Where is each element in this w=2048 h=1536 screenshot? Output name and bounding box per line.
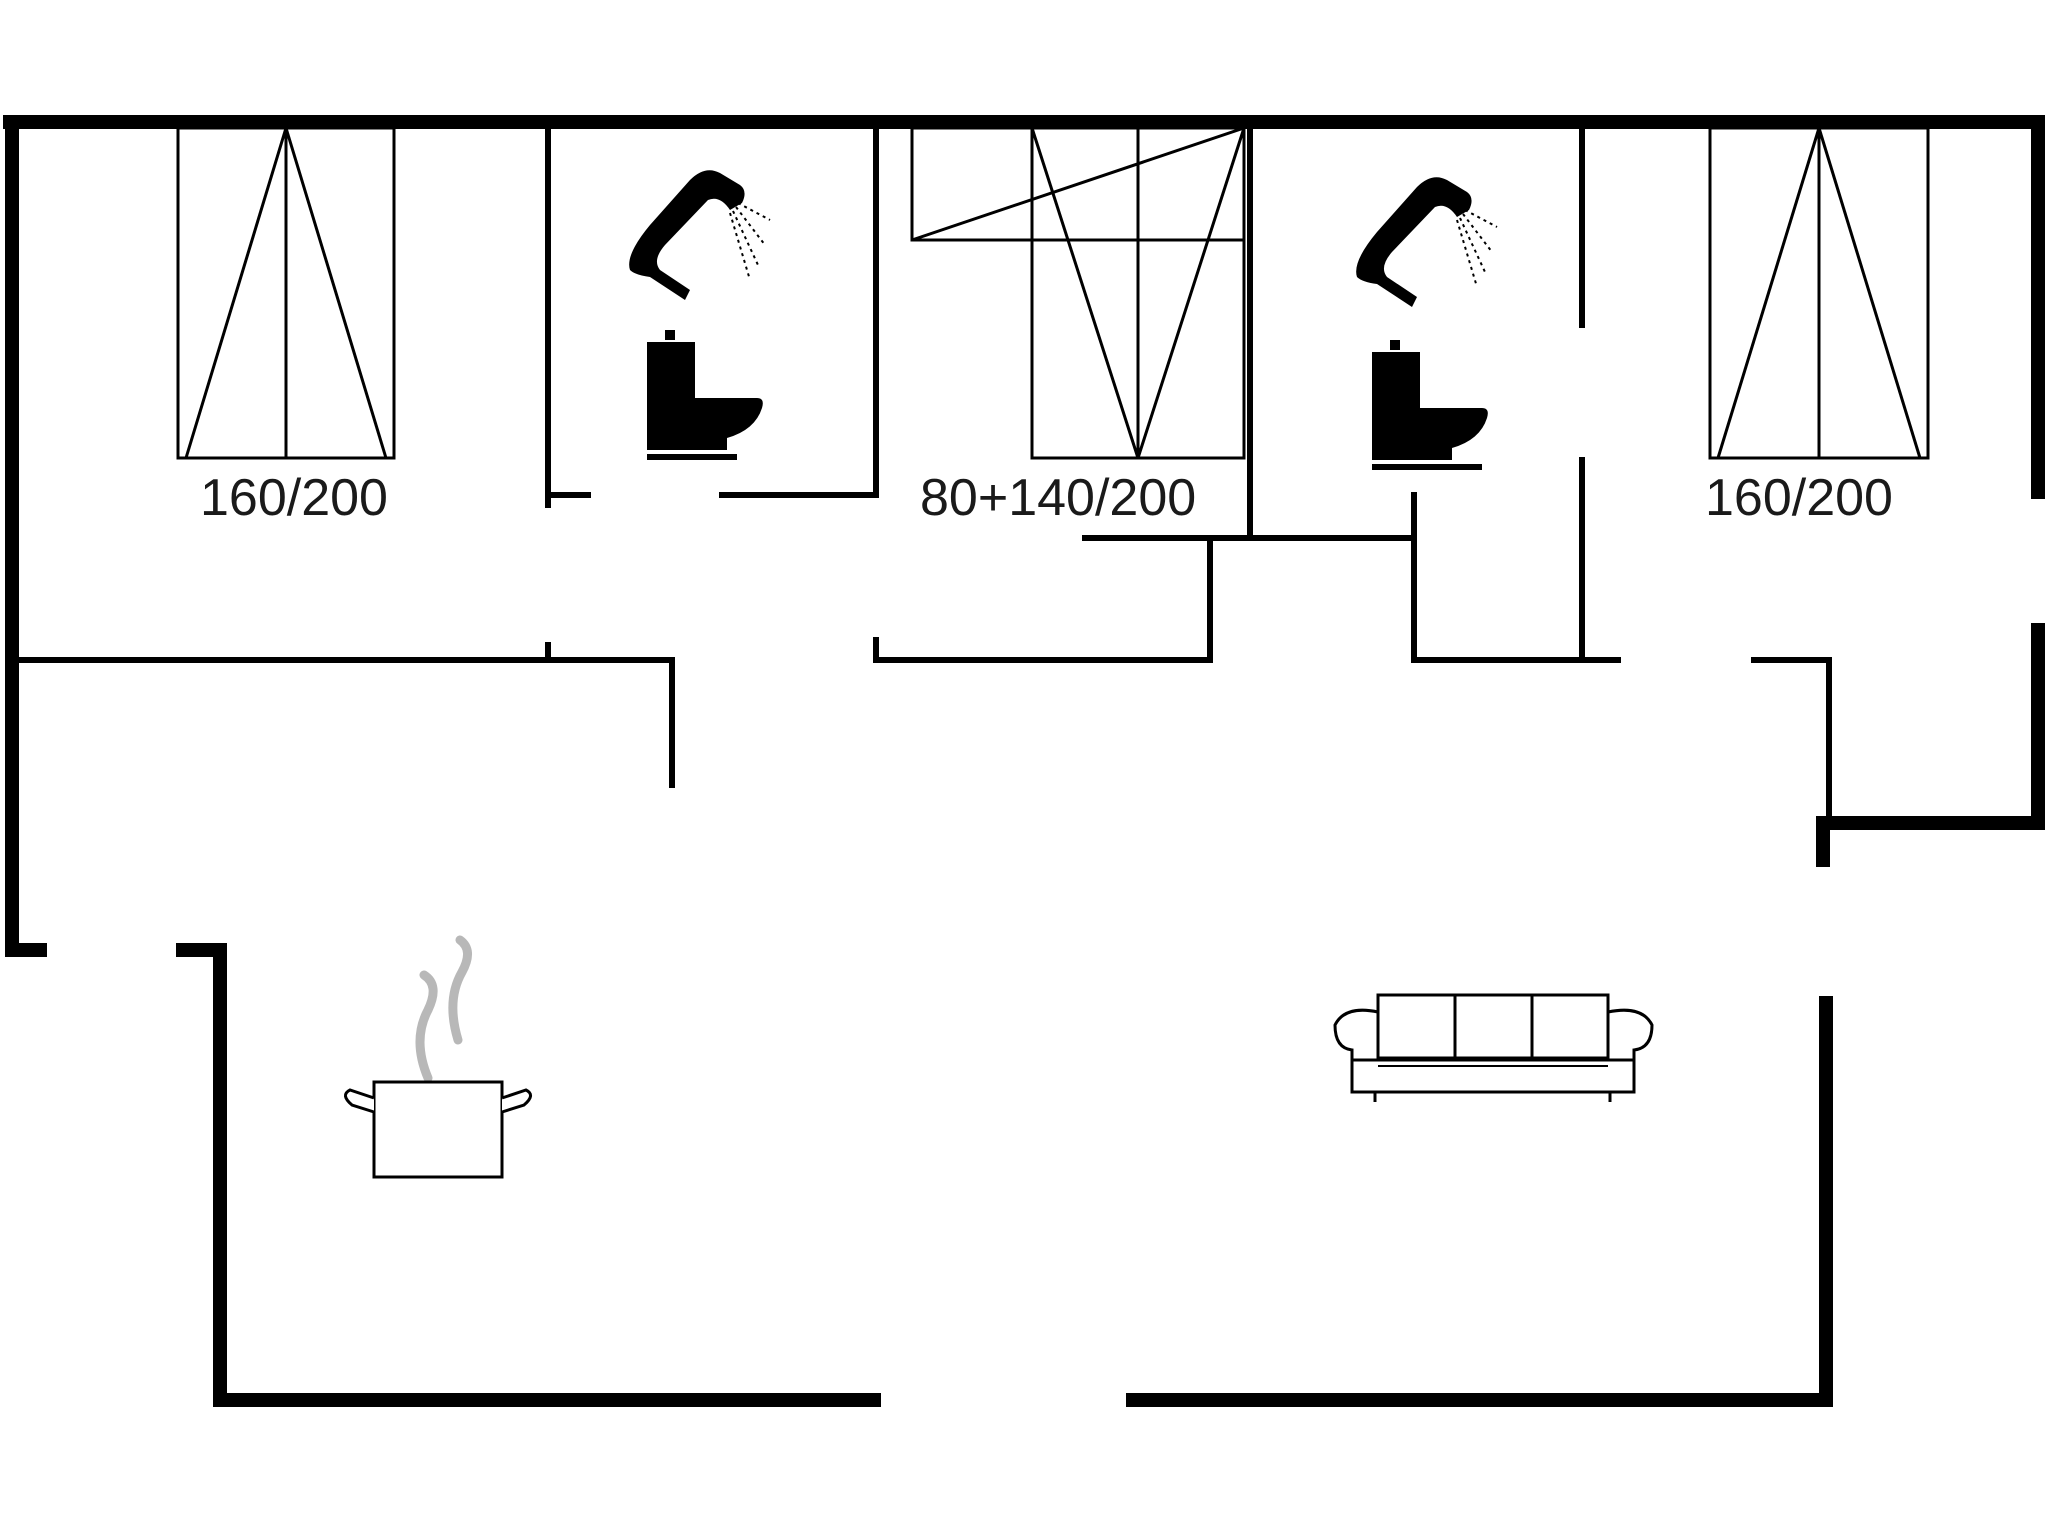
toilet-icon: [1372, 340, 1488, 470]
interior-wall-bath2-right: [1411, 492, 1621, 663]
interior-wall-hall: [11, 657, 675, 788]
cooking-pot-icon: [344, 935, 532, 1179]
bed-icon: [176, 126, 396, 460]
bed-label-middle: 80+140/200: [920, 469, 1196, 527]
sofa-icon: [1333, 993, 1654, 1102]
bed-label-left: 160/200: [200, 469, 388, 527]
exterior-wall-kitchen: [176, 943, 881, 1407]
exterior-wall-right-upper: [1816, 623, 2045, 867]
exterior-wall-left: [5, 115, 47, 957]
exterior-wall-top: [3, 115, 2045, 499]
interior-wall-bath1-stub2: [873, 537, 1213, 663]
bed-icon: [1030, 126, 1246, 460]
exterior-wall-bottom-right: [1126, 996, 1833, 1407]
interior-wall-entry: [1751, 657, 1832, 826]
shower-icon: [1356, 177, 1498, 307]
shower-icon: [629, 170, 771, 300]
stair-icon: [910, 126, 1245, 242]
walls: [3, 115, 2045, 1407]
toilet-icon: [647, 330, 763, 460]
bed-label-right: 160/200: [1705, 469, 1893, 527]
bed-icon: [1708, 126, 1930, 460]
interior-wall-bath1-bottom: [719, 125, 879, 498]
